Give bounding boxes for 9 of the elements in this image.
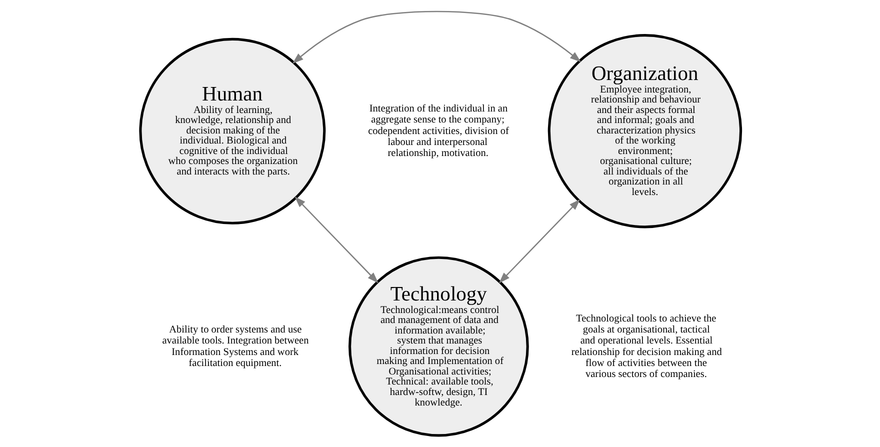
arrow (498, 199, 580, 284)
arrow (292, 10, 581, 64)
node-circle: Human Ability of learning, knowledge, relationship and decision making of the individual. Biological and cognitive of the individual who composes the organization and interacts with the parts. (138, 38, 326, 224)
node-circle: Technology Technological:means control and management of data and information available; system that manages information for decision making and Implementation of Organisational activities; Technical: available tools, hardw-softw, design, TI knowledge. (348, 256, 528, 437)
arrow (294, 196, 378, 284)
label: Technological tools to achieve the goals at organisational, tactical and operational levels. Essential relationship for decision making and flow of activities between the various sectors of companies. (570, 313, 722, 380)
node-circle: Organization Employee integration, relationship and behaviour and their aspects formal and informal; goals and characterization physics of the working environment; organisational culture; all individuals of the organization in all levels. (547, 34, 742, 228)
label: Integration of the individual in an aggregate sense to the company; codependent activities, division of labour and interpersonal relationship, motivation. (368, 104, 508, 160)
label: Ability to order systems and use available tools. Integration between Information Systems and work facilitation equipment. (162, 324, 308, 369)
